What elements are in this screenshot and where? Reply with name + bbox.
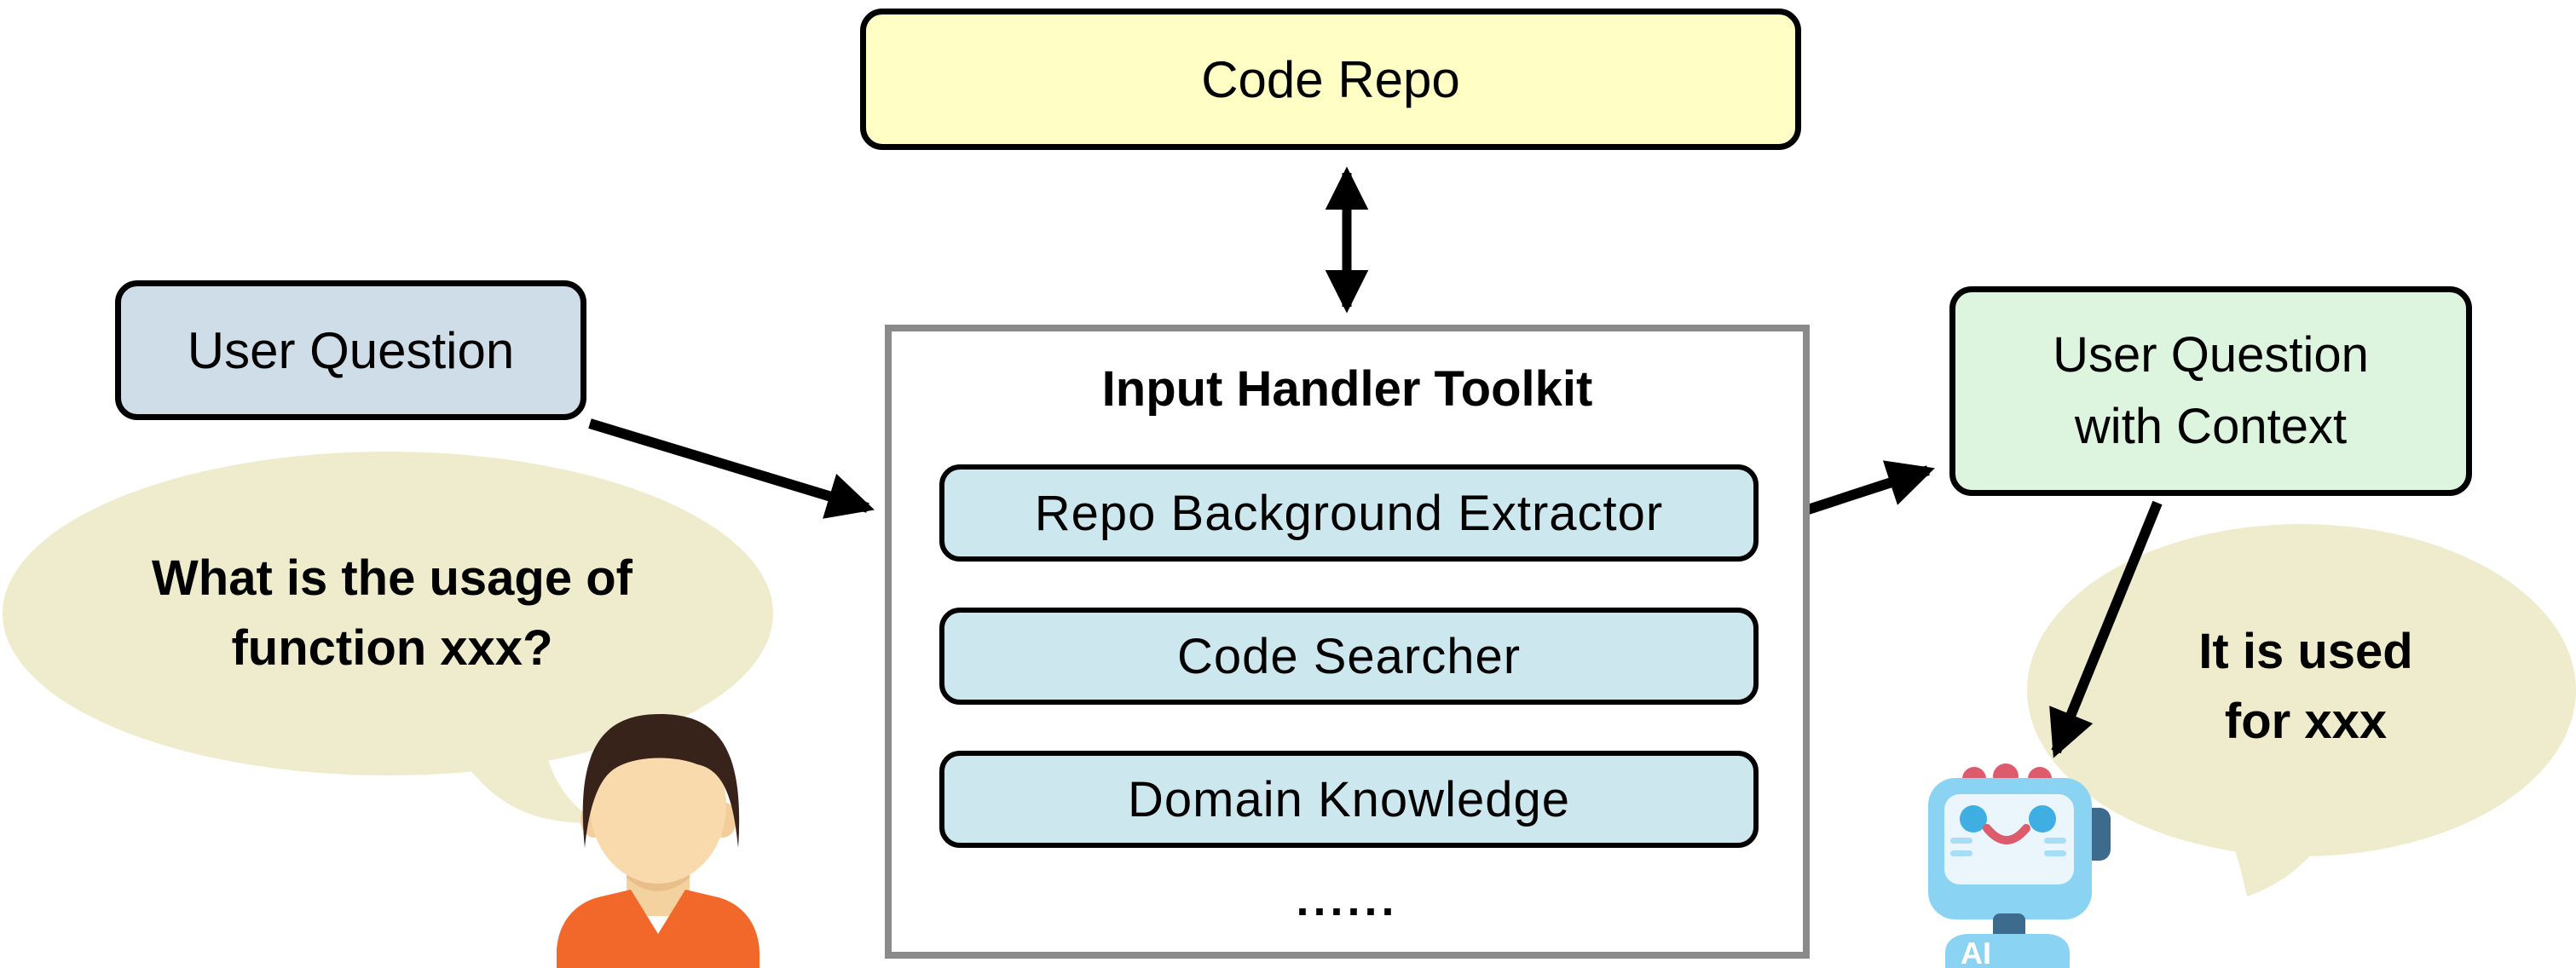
user-question-with-context-label: User Question with Context	[2053, 326, 2369, 454]
robot-badge-label: AI	[1961, 936, 1991, 968]
arrow-context-robot	[2049, 500, 2163, 758]
toolkit-title: Input Handler Toolkit	[1101, 361, 1593, 417]
toolkit-item-code-searcher: Code Searcher	[939, 608, 1759, 705]
user-question-box: User Question	[115, 280, 586, 420]
arrow-user-question-toolkit	[588, 418, 875, 519]
code-repo-label: Code Repo	[1201, 50, 1460, 108]
diagram-arrows	[588, 166, 2163, 758]
toolkit-item-domain-knowledge: Domain Knowledge	[939, 751, 1759, 848]
toolkit-item-label: Code Searcher	[1176, 628, 1522, 684]
user-avatar-icon	[557, 714, 760, 968]
assistant-speech-bubble-text: It is used for xxx	[2198, 623, 2413, 749]
assistant-speech-bubble	[2027, 524, 2576, 896]
input-handler-toolkit-box: Input Handler Toolkit Repo Background Ex…	[885, 325, 1810, 959]
user-speech-bubble-text: What is the usage of function xxx?	[152, 550, 632, 676]
toolkit-item-label: Domain Knowledge	[1128, 771, 1570, 827]
code-repo-box: Code Repo	[860, 9, 1801, 150]
toolkit-item-repo-background-extractor: Repo Background Extractor	[939, 464, 1759, 562]
user-question-with-context-box: User Question with Context	[1949, 286, 2472, 496]
toolkit-item-label: Repo Background Extractor	[1034, 485, 1664, 541]
toolkit-ellipsis: ......	[1296, 874, 1399, 925]
robot-avatar-icon: AI	[1928, 763, 2111, 968]
arrow-toolkit-context	[1804, 460, 1935, 516]
user-speech-bubble	[3, 452, 773, 824]
user-question-label: User Question	[187, 321, 515, 379]
